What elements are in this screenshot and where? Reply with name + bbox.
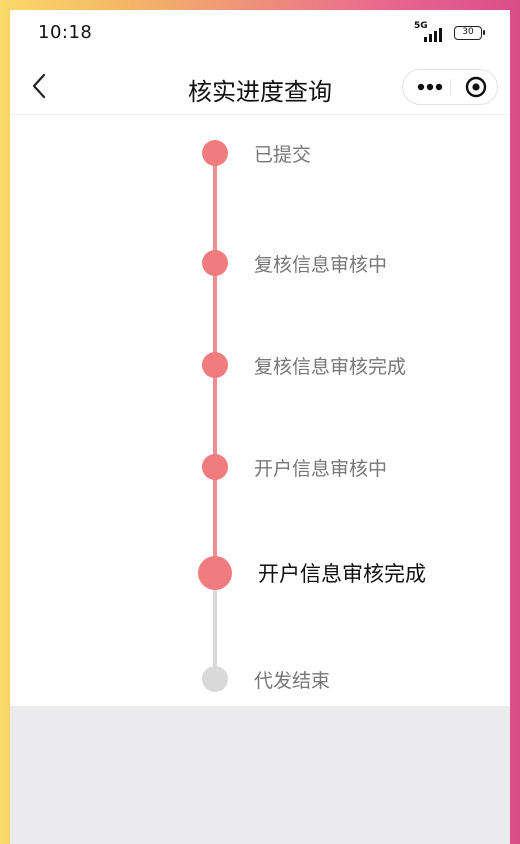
timeline-line-pending [213,564,217,670]
back-button[interactable] [24,70,56,102]
battery-icon: 30 [454,26,485,40]
page-title: 核实进度查询 [188,78,332,106]
progress-timeline: 已提交 复核信息审核中 复核信息审核完成 开户信息审核中 开户信息审核完成 代发… [10,114,510,704]
step-dot-review-complete [202,352,228,378]
network-type: 5G [414,21,428,31]
chevron-left-icon [32,73,46,99]
step-dot-account-review-complete [198,556,232,590]
step-dot-account-review-in-progress [202,454,228,480]
status-indicators: 5G 30 [414,21,485,42]
capsule-divider [450,79,451,95]
step-label-review-complete: 复核信息审核完成 [254,356,407,378]
close-button[interactable] [459,70,493,104]
target-icon [465,76,487,98]
step-label-account-review-in-progress: 开户信息审核中 [254,458,388,480]
step-label-account-review-complete: 开户信息审核完成 [258,562,426,586]
step-label-submitted: 已提交 [254,144,312,166]
step-label-review-in-progress: 复核信息审核中 [254,254,388,276]
phone-screen: 10:18 5G 30 核实进度查询 [10,10,510,844]
mini-program-capsule [402,69,498,105]
nav-bar: 核实进度查询 [10,58,510,115]
signal-icon: 5G [414,21,446,42]
content-area: 10:18 5G 30 核实进度查询 [10,10,510,706]
step-dot-submitted [202,140,228,166]
status-time: 10:18 [38,22,93,43]
step-label-payroll-finished: 代发结束 [254,670,331,692]
more-icon [417,83,443,91]
step-dot-payroll-finished [202,666,228,692]
step-dot-review-in-progress [202,250,228,276]
more-button[interactable] [413,70,447,104]
